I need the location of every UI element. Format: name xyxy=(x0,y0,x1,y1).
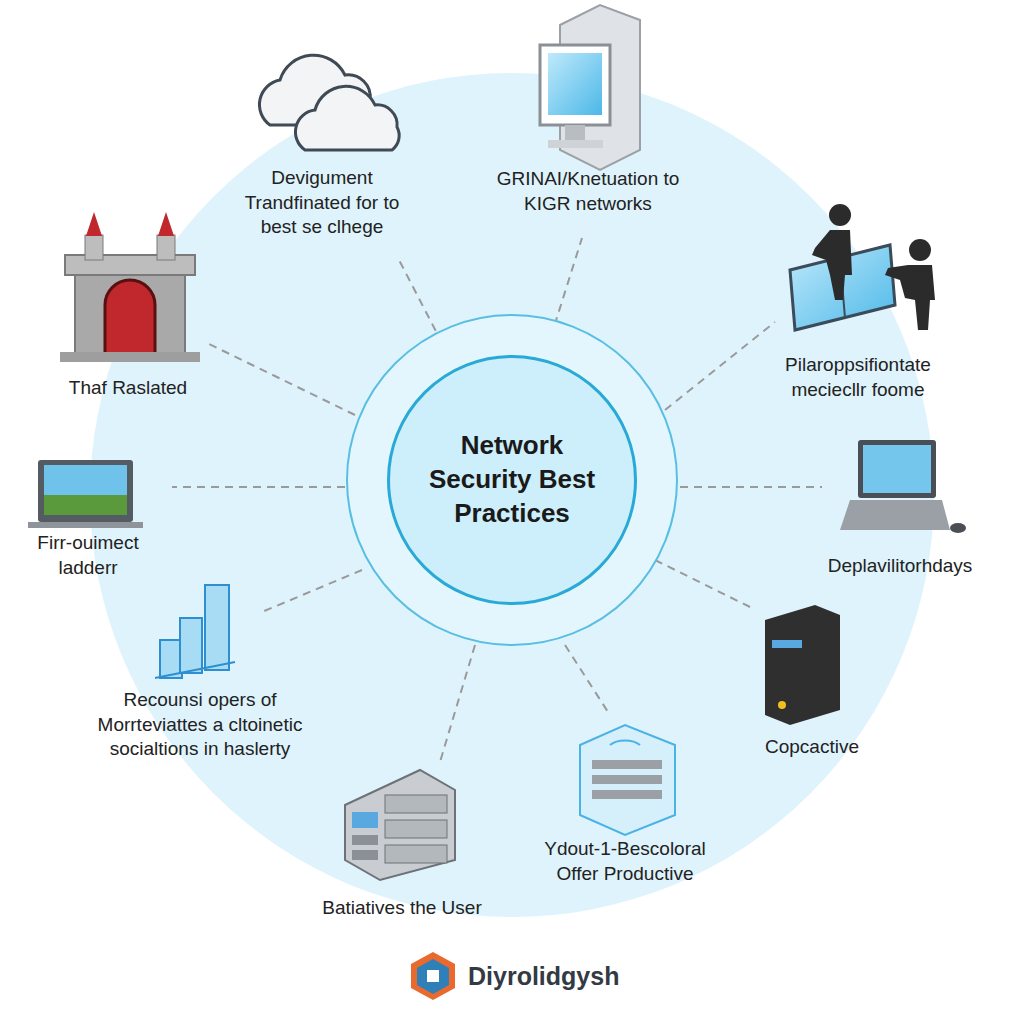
logo-mark xyxy=(411,952,455,1000)
practice-label: Copcactive xyxy=(765,735,859,760)
center-circle: Network Security Best Practices xyxy=(387,355,637,605)
practice-label: Devigument Trandfinated for to best se c… xyxy=(241,166,403,240)
practice-label: Firr-ouimect ladderr xyxy=(23,531,153,580)
practice-label: Deplavilitorhdays xyxy=(828,554,973,579)
node-title: Network Security Best Practices xyxy=(412,429,612,530)
practice-label: Recounsi opers of Morrteviattes a cltoin… xyxy=(75,688,325,762)
tower-server-icon xyxy=(765,605,840,725)
server-stack-icon xyxy=(345,770,455,880)
logo-text: Diyrolidgysh xyxy=(468,962,619,991)
people-panel-icon xyxy=(790,204,935,330)
glass-server-icon xyxy=(580,725,675,835)
bar-chart-icon xyxy=(155,585,235,678)
practice-label: Pilaroppsifiontate meciecllr foome xyxy=(758,353,958,402)
practice-label: Batiatives the User xyxy=(322,896,481,921)
cloud-icon xyxy=(259,55,399,150)
outer-ring xyxy=(347,315,677,645)
laptop-icon xyxy=(28,460,143,528)
computer-icon xyxy=(540,5,640,170)
practice-label: Thaf Raslated xyxy=(69,376,187,401)
castle-icon xyxy=(60,212,200,362)
practice-label: Ydout-1-Bescoloral Offer Productive xyxy=(525,837,725,886)
background-circle xyxy=(90,73,934,917)
dashed-spokes xyxy=(172,238,822,762)
laptop-icon xyxy=(840,440,966,533)
practice-label: GRINAI/Knetuation to KIGR networks xyxy=(493,167,683,216)
